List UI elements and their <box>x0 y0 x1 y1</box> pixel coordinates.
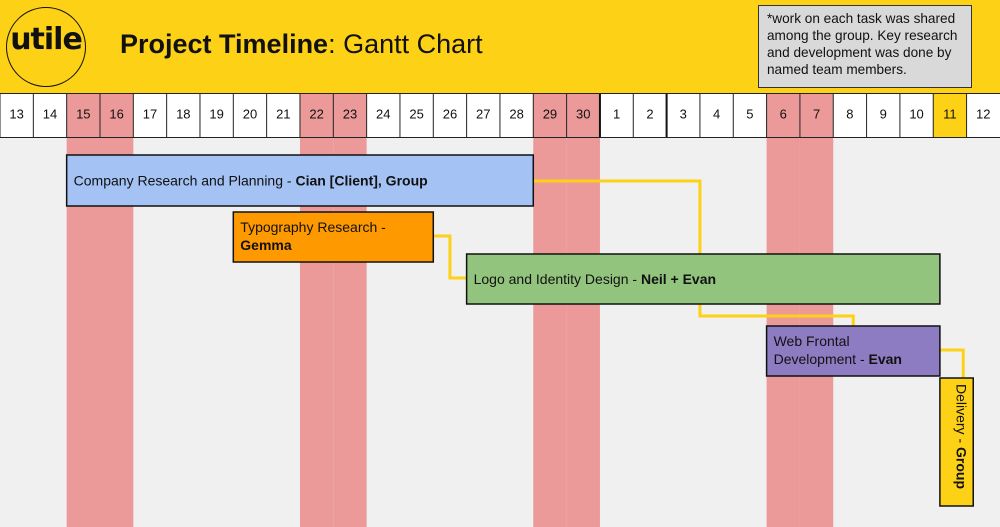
task-label-text: Logo and Identity Design - <box>474 271 641 287</box>
day-label: 10 <box>909 106 923 121</box>
day-cell <box>599 94 634 137</box>
day-cell <box>199 94 234 137</box>
day-label: 14 <box>43 106 57 121</box>
weekend-column <box>566 138 600 527</box>
day-cell <box>0 94 34 137</box>
task-label: Web Frontal <box>774 333 850 349</box>
task-owner: Neil + Evan <box>641 271 716 287</box>
day-cell <box>499 94 534 137</box>
day-label: 29 <box>543 106 557 121</box>
day-cell <box>399 94 434 137</box>
header-banner: utile Project Timeline: Gantt Chart *wor… <box>0 0 1000 93</box>
page-title: Project Timeline: Gantt Chart <box>120 29 483 60</box>
task-owner: Evan <box>869 351 902 367</box>
day-cell <box>766 94 800 137</box>
day-label: 21 <box>276 106 290 121</box>
task-label-text: Development - <box>774 351 869 367</box>
day-label: 19 <box>209 106 223 121</box>
dependency-connector <box>433 234 467 280</box>
day-label: 18 <box>176 106 190 121</box>
task-label: Logo and Identity Design - Neil + Evan <box>474 271 716 287</box>
day-label: 30 <box>576 106 590 121</box>
day-cell <box>533 94 567 137</box>
day-label: 12 <box>976 106 990 121</box>
day-cell <box>33 94 67 137</box>
weekend-column <box>533 138 567 527</box>
task-label: Typography Research - <box>240 219 386 235</box>
day-cell <box>633 94 667 137</box>
task-label-text: Company Research and Planning - <box>74 173 296 189</box>
task-label: Development - Evan <box>774 351 902 367</box>
task-owner: Cian [Client], Group <box>295 173 427 189</box>
task-bar <box>232 211 435 263</box>
dependency-connector <box>533 179 702 254</box>
day-cell <box>899 94 934 137</box>
day-cell <box>233 94 267 137</box>
day-cell <box>266 94 300 137</box>
task-owner: Group <box>954 447 970 489</box>
day-cell <box>566 94 600 137</box>
day-label: 23 <box>343 106 357 121</box>
task-bar <box>65 154 535 207</box>
day-cell <box>66 94 100 137</box>
day-label: 4 <box>713 106 720 121</box>
day-label: 1 <box>613 106 620 121</box>
task-bar <box>939 377 974 507</box>
day-label: 8 <box>846 106 853 121</box>
day-cell <box>166 94 200 137</box>
day-cell <box>133 94 167 137</box>
day-cell <box>966 94 1000 137</box>
day-cell <box>433 94 467 137</box>
day-cell <box>99 94 134 137</box>
gantt-chart-svg: Company Research and Planning - Cian [Cl… <box>65 138 974 527</box>
day-label: 6 <box>780 106 787 121</box>
day-label: 25 <box>409 106 423 121</box>
day-label: 28 <box>509 106 523 121</box>
gantt-chart-area: Company Research and Planning - Cian [Cl… <box>0 138 1000 527</box>
day-cell <box>799 94 834 137</box>
day-label: 27 <box>476 106 490 121</box>
day-label: 17 <box>143 106 157 121</box>
day-label: 3 <box>680 106 687 121</box>
dependency-connector <box>939 348 965 378</box>
task-bar <box>765 325 941 377</box>
task-bar <box>465 253 941 305</box>
dependency-connector <box>698 304 855 326</box>
day-cell <box>833 94 867 137</box>
day-cell <box>299 94 334 137</box>
title-rest: : Gantt Chart <box>328 29 483 59</box>
day-label: 16 <box>109 106 123 121</box>
day-label: 22 <box>309 106 323 121</box>
day-cell <box>466 94 500 137</box>
day-cell <box>366 94 400 137</box>
day-cell <box>333 94 367 137</box>
day-label: 7 <box>813 106 820 121</box>
day-label: 24 <box>376 106 390 121</box>
day-label: 9 <box>880 106 887 121</box>
task-owner: Gemma <box>240 237 292 253</box>
shared-work-note: *work on each task was shared among the … <box>758 5 972 88</box>
logo-text: utile <box>10 22 83 57</box>
day-cell <box>733 94 767 137</box>
task-label-text: Delivery - <box>954 384 970 447</box>
day-label: 20 <box>243 106 257 121</box>
task-label: Gemma <box>240 237 292 253</box>
title-bold: Project Timeline <box>120 29 329 59</box>
day-label: 11 <box>943 106 957 121</box>
day-cell <box>666 94 700 137</box>
day-label: 26 <box>443 106 457 121</box>
day-cell <box>699 94 734 137</box>
day-cell <box>933 94 967 137</box>
day-cell <box>866 94 900 137</box>
day-label: 2 <box>646 106 653 121</box>
day-label: 5 <box>746 106 753 121</box>
utile-logo: utile <box>6 7 86 87</box>
day-label: 15 <box>76 106 90 121</box>
task-label: Delivery - Group <box>954 384 970 489</box>
day-label: 13 <box>9 106 23 121</box>
task-label: Company Research and Planning - Cian [Cl… <box>74 173 428 189</box>
